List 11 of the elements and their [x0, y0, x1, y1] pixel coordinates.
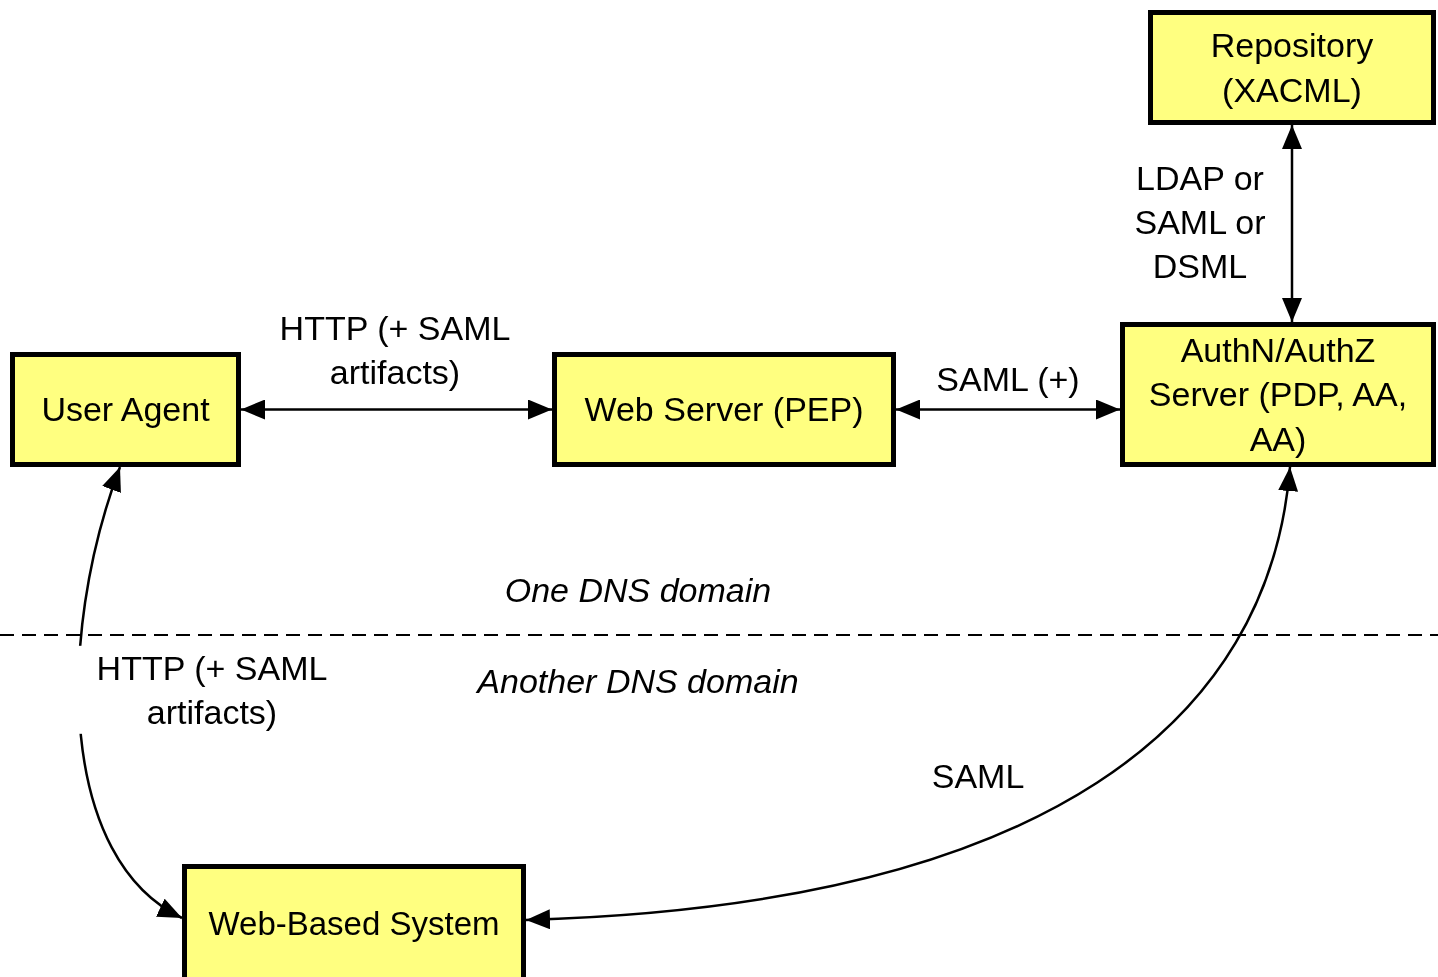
process-box: Repository (XACML)	[1148, 10, 1436, 125]
process-box: AuthN/AuthZ Server (PDP, AA, AA)	[1120, 322, 1436, 467]
arrow	[1282, 125, 1302, 322]
process-box: Web Server (PEP)	[552, 352, 896, 467]
arrow	[241, 399, 552, 420]
process-box: User Agent	[10, 352, 241, 467]
arrow	[896, 399, 1120, 420]
arrow	[525, 466, 1297, 929]
process-box: Web-Based System	[182, 864, 526, 977]
domain-label: One DNS domain	[504, 570, 772, 610]
domain-label: Another DNS domain	[477, 661, 799, 701]
